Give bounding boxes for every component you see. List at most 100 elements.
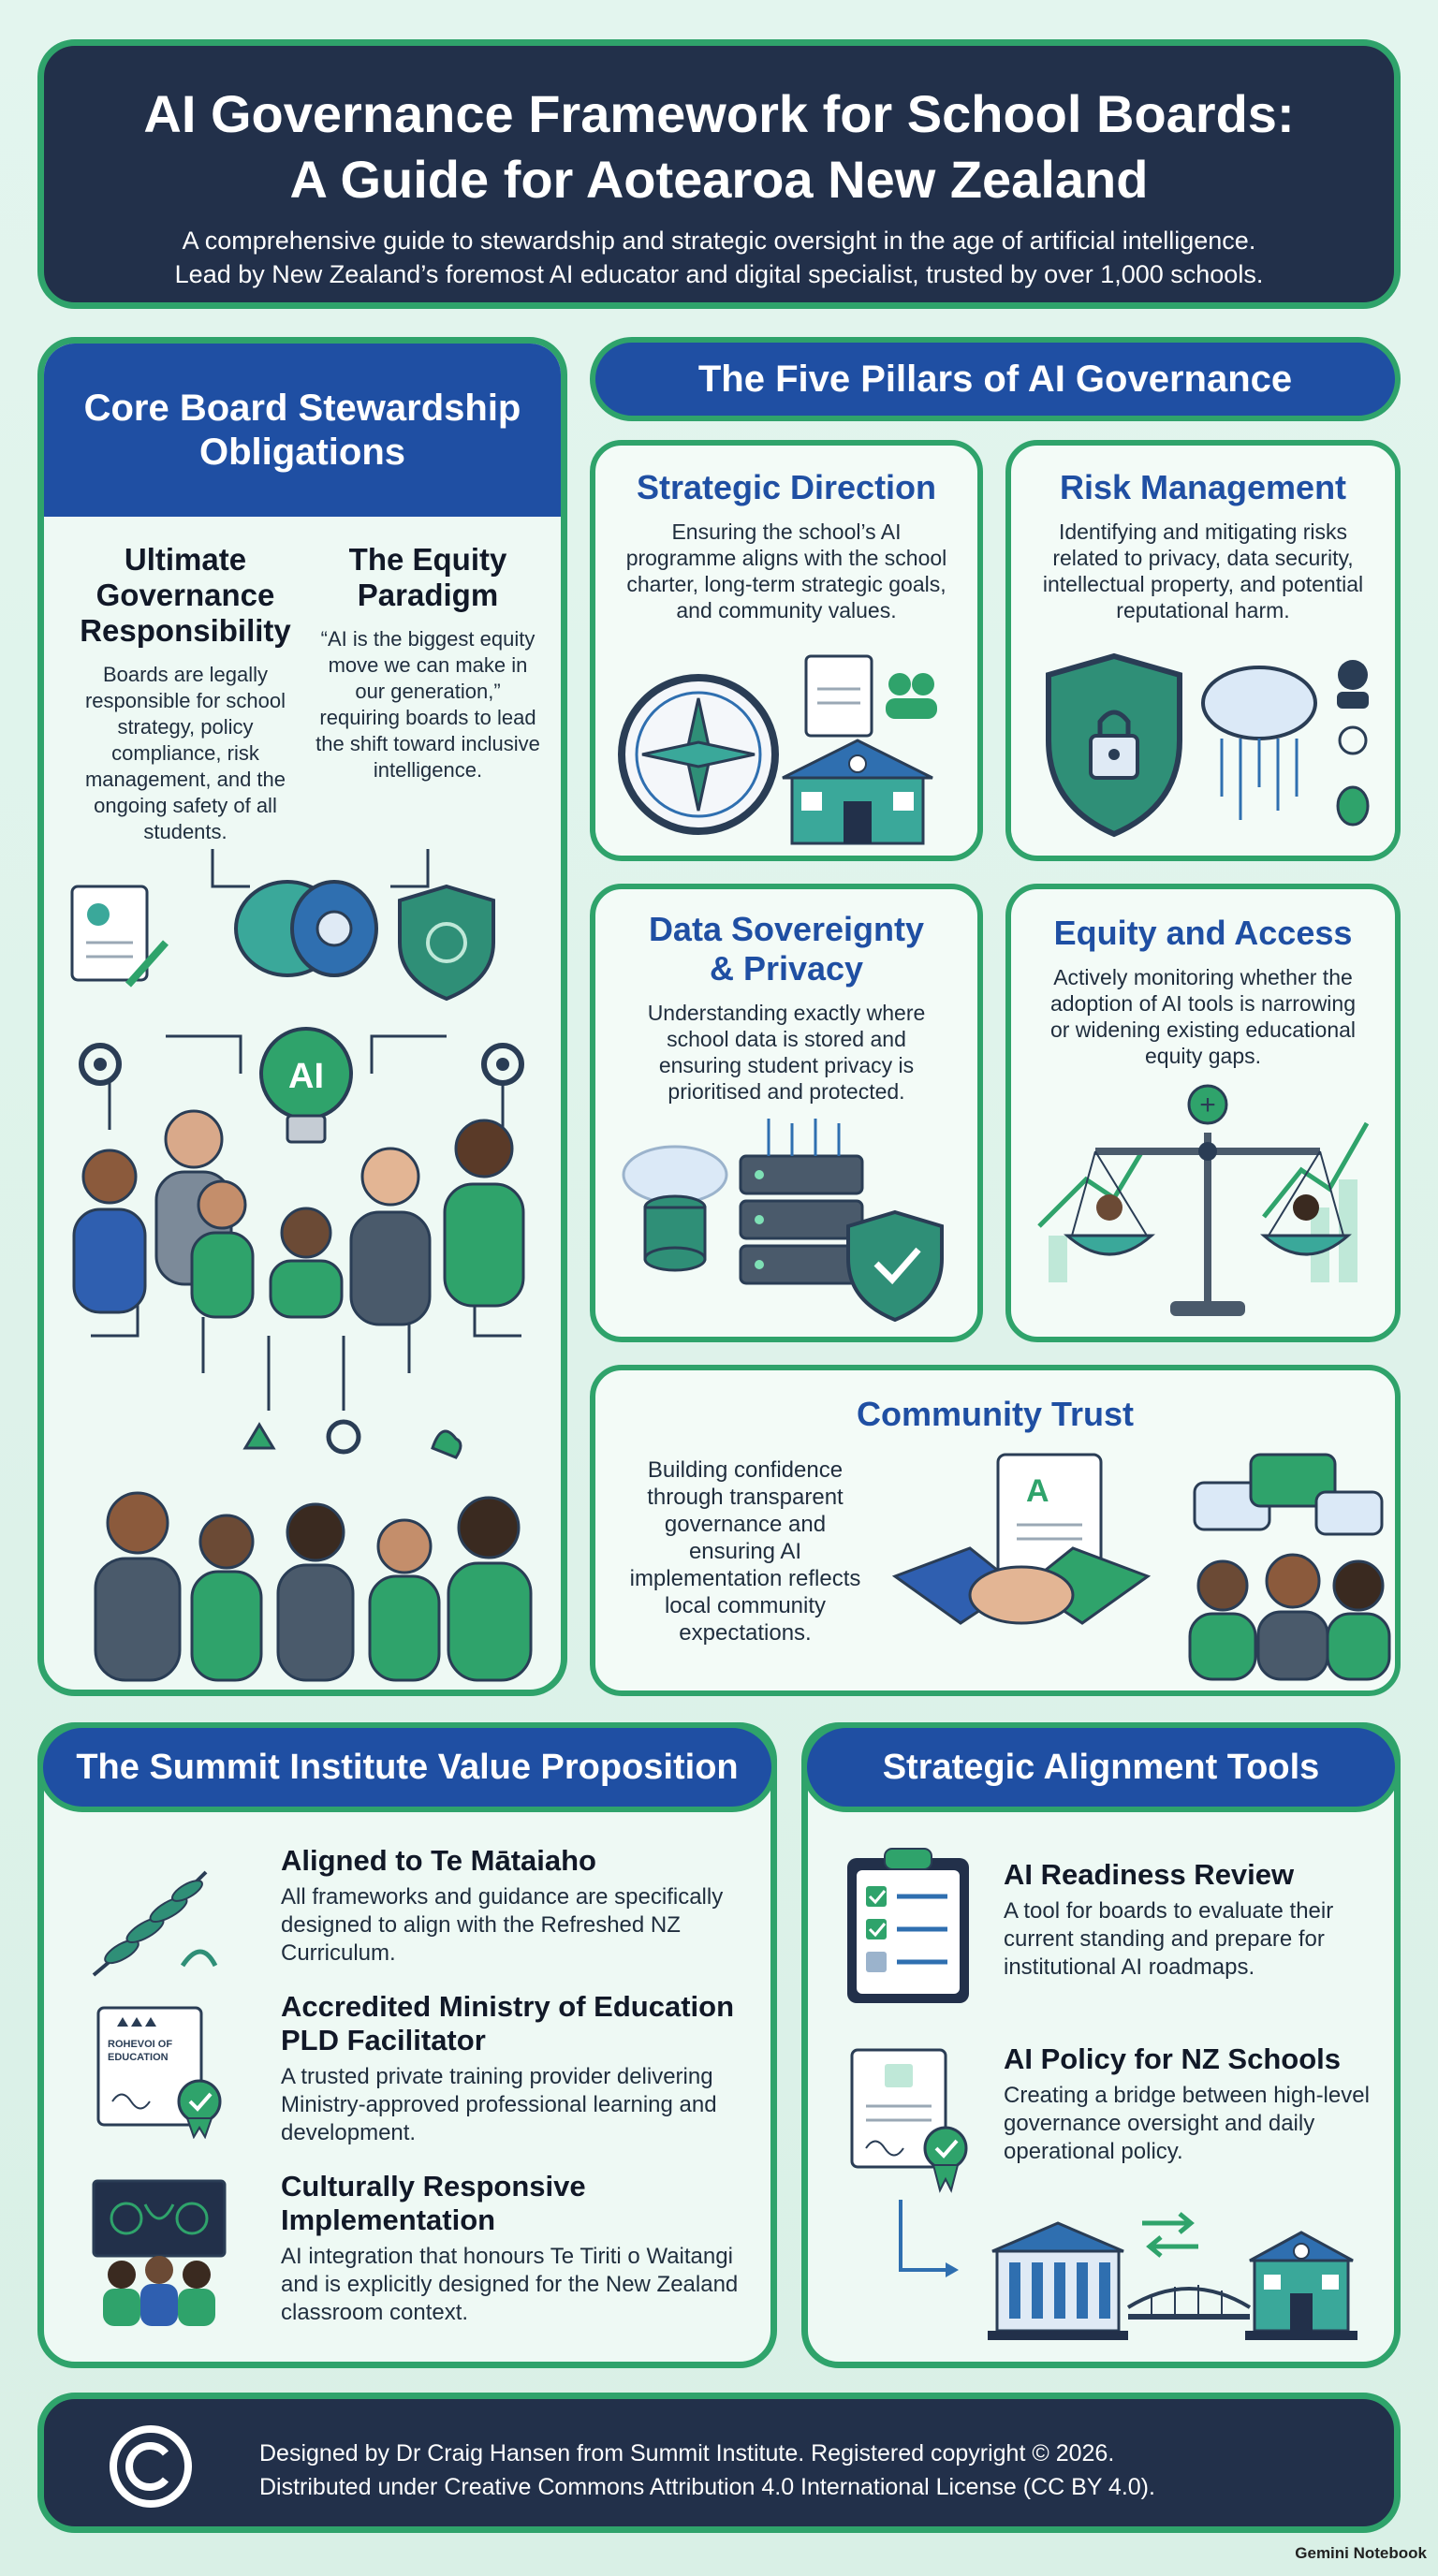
government-building-icon <box>988 2221 1128 2340</box>
community-trust-card: Community Trust Building confidence thro… <box>590 1365 1401 1696</box>
copyright-icon <box>110 2425 192 2508</box>
growth-arrow-left <box>1037 1149 1145 1228</box>
students-group <box>94 1491 533 1682</box>
tool-readiness-review: AI Readiness Review A tool for boards to… <box>1004 1858 1378 1982</box>
board-stewardship-illustration: AI <box>70 849 533 1682</box>
equity-paradigm-title: The Equity Paradigm <box>348 542 507 612</box>
certificate-line-1: ROHEVOI OF <box>108 2039 172 2050</box>
brain-gear-icon <box>234 880 378 977</box>
governance-responsibility-block: Ultimate Governance Responsibility Board… <box>65 542 306 845</box>
school-building-icon <box>782 739 933 845</box>
arrows-swap-icon <box>1142 2212 1198 2258</box>
bug-icon <box>1336 785 1370 827</box>
core-obligations-panel: Core Board Stewardship Obligations Ultim… <box>37 337 567 1696</box>
hacker-icon <box>1337 660 1369 709</box>
value-item-title: Accredited Ministry of Education PLD Fac… <box>281 1990 735 2056</box>
equity-paradigm-text: “AI is the biggest equity move we can ma… <box>315 627 540 782</box>
growth-arrow-right <box>1262 1121 1370 1219</box>
compass-school-illustration <box>618 654 937 845</box>
school-building-icon <box>1245 2231 1357 2340</box>
page-title: AI Governance Framework for School Board… <box>44 81 1394 212</box>
tool-text: A tool for boards to evaluate their curr… <box>1004 1898 1334 1980</box>
core-obligations-title: Core Board Stewardship Obligations <box>44 344 561 517</box>
tool-title: AI Policy for NZ Schools <box>1004 2042 1341 2075</box>
plus-icon: + <box>1187 1084 1228 1125</box>
checklist-clipboard-icon <box>847 1848 969 2003</box>
subtitle-line-1: A comprehensive guide to stewardship and… <box>182 227 1256 255</box>
five-pillars-title: The Five Pillars of AI Governance <box>590 337 1401 421</box>
value-item-text: AI integration that honours Te Tiriti o … <box>281 2244 739 2325</box>
community-icon <box>886 673 937 719</box>
title-line-1: AI Governance Framework for School Board… <box>143 84 1295 143</box>
ai-lightbulb-icon: AI <box>259 1027 353 1144</box>
risk-management-text: Identifying and mitigating risks related… <box>1042 520 1364 622</box>
alignment-tools-title: Strategic Alignment Tools <box>801 1722 1401 1812</box>
risk-management-title: Risk Management <box>1059 468 1347 506</box>
value-item-pld-facilitator: Accredited Ministry of Education PLD Fac… <box>281 1990 758 2147</box>
community-trust-text: Building confidence through transparent … <box>629 1457 861 1646</box>
equity-access-text: Actively monitoring whether the adoption… <box>1049 965 1357 1068</box>
small-nav-icons <box>242 1419 462 1459</box>
policy-document-icon <box>850 2048 968 2193</box>
cloud-database-icon <box>622 1145 728 1272</box>
community-trust-title: Community Trust <box>856 1395 1134 1433</box>
strategic-direction-text: Ensuring the school’s AI programme align… <box>625 520 947 622</box>
gear-icon-left <box>79 1043 122 1086</box>
gear-icon-right <box>481 1043 524 1086</box>
equity-access-card: Equity and Access Actively monitoring wh… <box>1005 884 1401 1342</box>
svg-text:A: A <box>1026 1473 1049 1509</box>
page-subtitle: A comprehensive guide to stewardship and… <box>81 224 1357 291</box>
cultural-carving-icon <box>92 2179 227 2326</box>
document-icon <box>804 654 873 738</box>
footer-banner: Designed by Dr Craig Hansen from Summit … <box>37 2393 1401 2533</box>
title-line-2: A Guide for Aotearoa New Zealand <box>289 150 1149 209</box>
handshake-icon <box>891 1546 1152 1625</box>
equity-paradigm-block: The Equity Paradigm “AI is the biggest e… <box>315 542 540 783</box>
value-item-title: Culturally Responsive Implementation <box>281 2170 586 2236</box>
tool-policy-nz-schools: AI Policy for NZ Schools Creating a brid… <box>1004 2042 1378 2166</box>
footer-line-1: Designed by Dr Craig Hansen from Summit … <box>259 2440 1115 2466</box>
governance-responsibility-title: Ultimate Governance Responsibility <box>80 542 291 648</box>
svg-text:+: + <box>1199 1090 1216 1120</box>
value-item-mataiaho: Aligned to Te Mātaiaho All frameworks an… <box>281 1844 749 1968</box>
bridge-icon <box>1126 2285 1252 2320</box>
certificate-line-2: EDUCATION <box>108 2052 169 2063</box>
tool-text: Creating a bridge between high-level gov… <box>1004 2083 1370 2164</box>
value-item-text: All frameworks and guidance are specific… <box>281 1884 724 1966</box>
data-sovereignty-text: Understanding exactly where school data … <box>647 1001 926 1104</box>
tool-title: AI Readiness Review <box>1004 1858 1295 1891</box>
governance-responsibility-text: Boards are legally responsible for schoo… <box>84 663 286 843</box>
svg-text:AI: AI <box>288 1057 324 1096</box>
gemini-notebook-brand: Gemini Notebook <box>1295 2544 1427 2562</box>
community-people-icon <box>1188 1553 1391 1681</box>
board-members-group <box>72 1109 525 1326</box>
handshake-community-illustration: A <box>891 1453 1391 1681</box>
document-pencil-icon <box>70 885 169 988</box>
check-shield-icon <box>846 1209 944 1323</box>
header-banner: AI Governance Framework for School Board… <box>37 39 1401 309</box>
compass-icon <box>618 674 779 835</box>
footer-text: Designed by Dr Craig Hansen from Summit … <box>259 2437 1155 2504</box>
data-sovereignty-card: Data Sovereignty & Privacy Understanding… <box>590 884 983 1342</box>
value-item-title: Aligned to Te Mātaiaho <box>281 1844 596 1877</box>
security-illustration <box>1046 652 1370 838</box>
value-item-text: A trusted private training provider deli… <box>281 2064 717 2145</box>
cloud-circuit-icon <box>1201 666 1317 820</box>
scale-icon <box>1064 1133 1352 1316</box>
chat-bubbles-icon <box>1193 1453 1384 1536</box>
equity-access-title: Equity and Access <box>1053 914 1353 952</box>
fern-icon <box>92 1870 218 1977</box>
balance-scale-illustration: + <box>1037 1084 1370 1316</box>
data-sovereignty-title: Data Sovereignty & Privacy <box>648 910 925 988</box>
info-icon <box>1338 725 1368 755</box>
certificate-icon: ROHEVOI OF EDUCATION <box>96 2006 222 2139</box>
server-shield-illustration <box>622 1119 944 1323</box>
value-item-culturally-responsive: Culturally Responsive Implementation AI … <box>281 2170 749 2327</box>
governance-bridge-illustration <box>899 2200 1357 2340</box>
footer-line-2: Distributed under Creative Commons Attri… <box>259 2474 1155 2500</box>
risk-management-card: Risk Management Identifying and mitigati… <box>1005 440 1401 861</box>
lock-shield-icon <box>1046 652 1182 838</box>
strategic-direction-title: Strategic Direction <box>636 468 937 506</box>
server-rack-icon <box>739 1119 864 1285</box>
